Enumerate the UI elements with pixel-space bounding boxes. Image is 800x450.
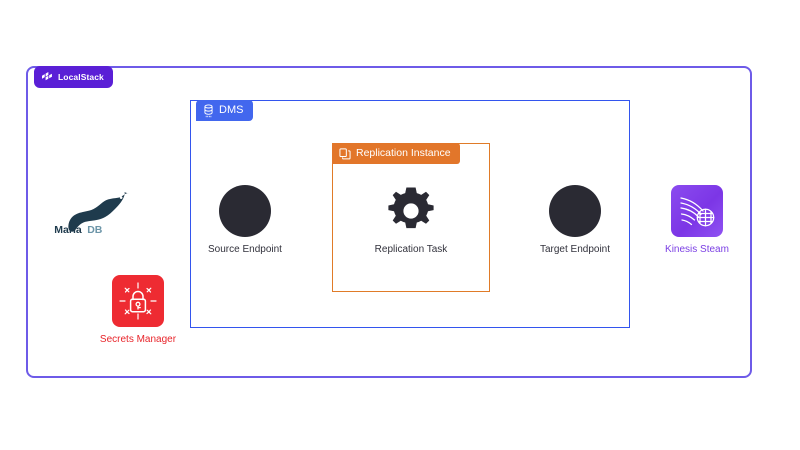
localstack-badge-label: LocalStack [58, 71, 104, 82]
mariadb-seal-icon: Maria DB [48, 188, 132, 236]
svg-text:Maria: Maria [54, 224, 82, 236]
padlock-crosshair-icon [112, 275, 164, 327]
replication-instance-badge-label: Replication Instance [356, 147, 451, 160]
database-stack-icon [203, 103, 214, 118]
node-mariadb: Maria DB [42, 188, 138, 236]
dms-boundary [190, 100, 630, 328]
node-replication-task: Replication Task [366, 185, 456, 255]
node-secrets-manager: Secrets Manager [98, 275, 178, 345]
secrets-manager-label: Secrets Manager [99, 334, 177, 345]
svg-text:DB: DB [87, 224, 103, 236]
node-target-endpoint: Target Endpoint [530, 185, 620, 255]
kinesis-stream-label: Kinesis Steam [665, 244, 729, 255]
localstack-badge: LocalStack [34, 66, 113, 88]
replication-task-label: Replication Task [374, 244, 448, 255]
dms-badge: DMS [196, 100, 254, 121]
copy-squares-icon [339, 147, 351, 160]
localstack-logo-icon [41, 71, 53, 83]
replication-instance-badge: Replication Instance [332, 143, 460, 164]
dms-badge-label: DMS [219, 104, 244, 116]
kinesis-stream-icon [671, 185, 723, 237]
filled-circle-icon [219, 185, 271, 237]
node-source-endpoint: Source Endpoint [200, 185, 290, 255]
filled-circle-icon [549, 185, 601, 237]
node-kinesis-stream: Kinesis Steam [652, 185, 742, 255]
gear-icon [385, 185, 437, 237]
target-endpoint-label: Target Endpoint [539, 244, 611, 255]
source-endpoint-label: Source Endpoint [208, 244, 282, 255]
